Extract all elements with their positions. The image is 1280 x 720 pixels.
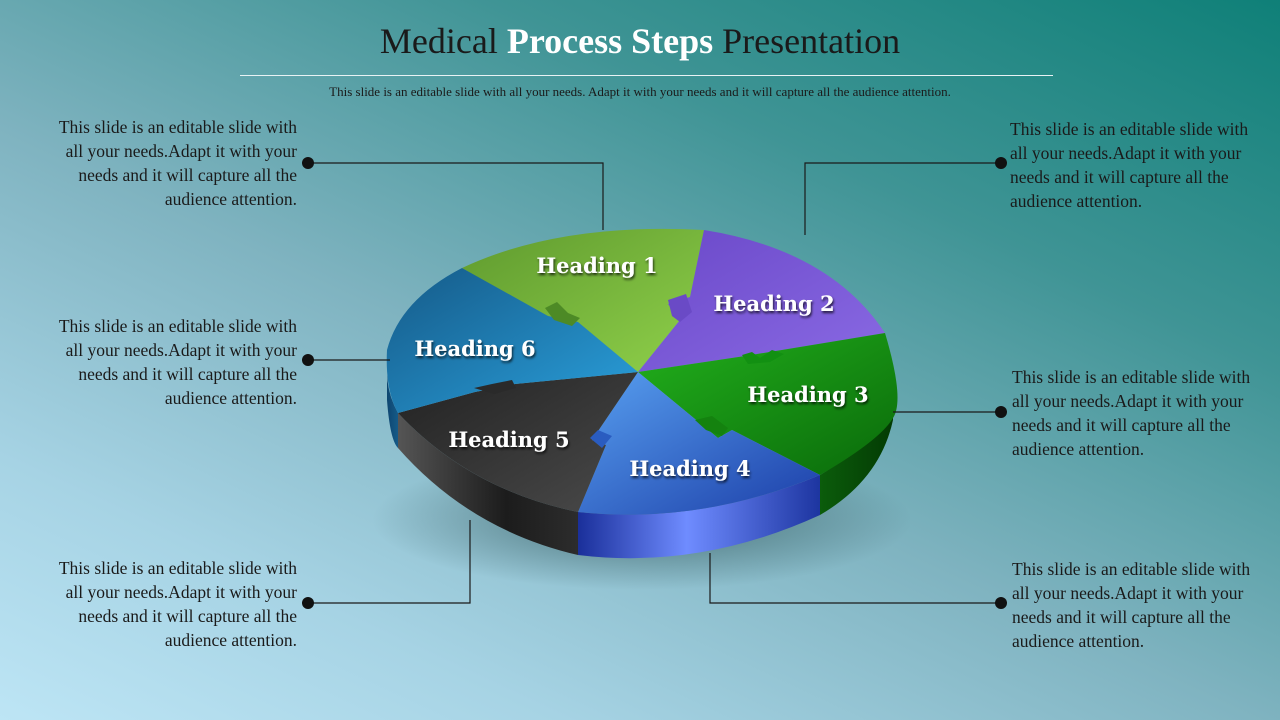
puzzle-tab-1-2	[668, 294, 692, 322]
description-line: audience attention.	[164, 388, 297, 408]
dot-top-left	[302, 157, 314, 169]
title-part-1: Medical	[379, 21, 507, 61]
description-top-right: This slide is an editable slide with all…	[1010, 117, 1278, 213]
slice-heading-6	[386, 268, 638, 413]
description-line: audience attention.	[1010, 191, 1143, 211]
description-line: needs and it will capture all the	[1012, 607, 1231, 627]
puzzle-tab-5-6	[474, 380, 516, 394]
side-heading-5	[398, 413, 578, 555]
description-middle-right: This slide is an editable slide with all…	[1012, 365, 1278, 461]
title-part-3: Presentation	[713, 21, 901, 61]
description-line: needs and it will capture all the	[1010, 167, 1229, 187]
slice-heading-4	[578, 372, 820, 515]
heading-2-label: Heading 2	[713, 291, 834, 316]
title-highlight: Process Steps	[506, 21, 714, 61]
description-bottom-right: This slide is an editable slide with all…	[1012, 557, 1278, 653]
slice-heading-5	[398, 372, 638, 512]
description-line: audience attention.	[1012, 631, 1145, 651]
connector-top-right	[804, 162, 1001, 235]
description-line: all your needs.Adapt it with your	[1010, 143, 1242, 163]
connector-bottom-right	[709, 553, 1001, 604]
dot-middle-right	[995, 406, 1007, 418]
description-line: audience attention.	[164, 189, 297, 209]
slide-title: Medical Process Steps Presentation	[0, 20, 1280, 66]
puzzle-tab-3-4	[695, 416, 728, 436]
description-line: all your needs.Adapt it with your	[65, 141, 297, 161]
description-line: audience attention.	[164, 630, 297, 650]
description-line: all your needs.Adapt it with your	[65, 582, 297, 602]
side-heading-3	[820, 372, 893, 515]
description-line: This slide is an editable slide with	[1012, 559, 1251, 579]
description-line: This slide is an editable slide with	[58, 316, 297, 336]
description-line: audience attention.	[1012, 439, 1145, 459]
description-line: This slide is an editable slide with	[58, 558, 297, 578]
puzzle-tab-2-3	[742, 350, 784, 364]
description-line: needs and it will capture all the	[1012, 415, 1231, 435]
dot-bottom-right	[995, 597, 1007, 609]
slice-heading-1	[462, 228, 704, 372]
slide-subtitle: This slide is an editable slide with all…	[329, 84, 951, 99]
description-line: needs and it will capture all the	[78, 606, 297, 626]
heading-1-label: Heading 1	[536, 253, 657, 278]
heading-5-label: Heading 5	[448, 427, 569, 452]
description-line: all your needs.Adapt it with your	[1012, 391, 1244, 411]
heading-3-label: Heading 3	[747, 382, 868, 407]
connector-top-left	[308, 162, 604, 230]
side-heading-6	[387, 375, 398, 448]
connector-bottom-left	[308, 520, 471, 604]
puzzle-tab-1-6	[545, 302, 580, 326]
dot-bottom-left	[302, 597, 314, 609]
heading-6-label: Heading 6	[414, 336, 535, 361]
side-heading-4	[578, 475, 820, 559]
description-bottom-left: This slide is an editable slide with all…	[12, 556, 297, 652]
slice-heading-2	[638, 230, 885, 372]
slice-heading-3	[638, 333, 898, 475]
description-middle-left: This slide is an editable slide with all…	[12, 314, 297, 410]
description-line: This slide is an editable slide with	[1010, 119, 1249, 139]
description-line: needs and it will capture all the	[78, 165, 297, 185]
dot-top-right	[995, 157, 1007, 169]
description-line: all your needs.Adapt it with your	[65, 340, 297, 360]
description-line: needs and it will capture all the	[78, 364, 297, 384]
description-top-left: This slide is an editable slide with all…	[12, 115, 297, 211]
title-divider	[240, 75, 1053, 76]
heading-4-label: Heading 4	[629, 456, 750, 481]
puzzle-tab-4-5	[590, 430, 612, 448]
description-line: This slide is an editable slide with	[58, 117, 297, 137]
description-line: all your needs.Adapt it with your	[1012, 583, 1244, 603]
description-line: This slide is an editable slide with	[1012, 367, 1251, 387]
dot-middle-left	[302, 354, 314, 366]
connector-lines	[308, 162, 1001, 604]
